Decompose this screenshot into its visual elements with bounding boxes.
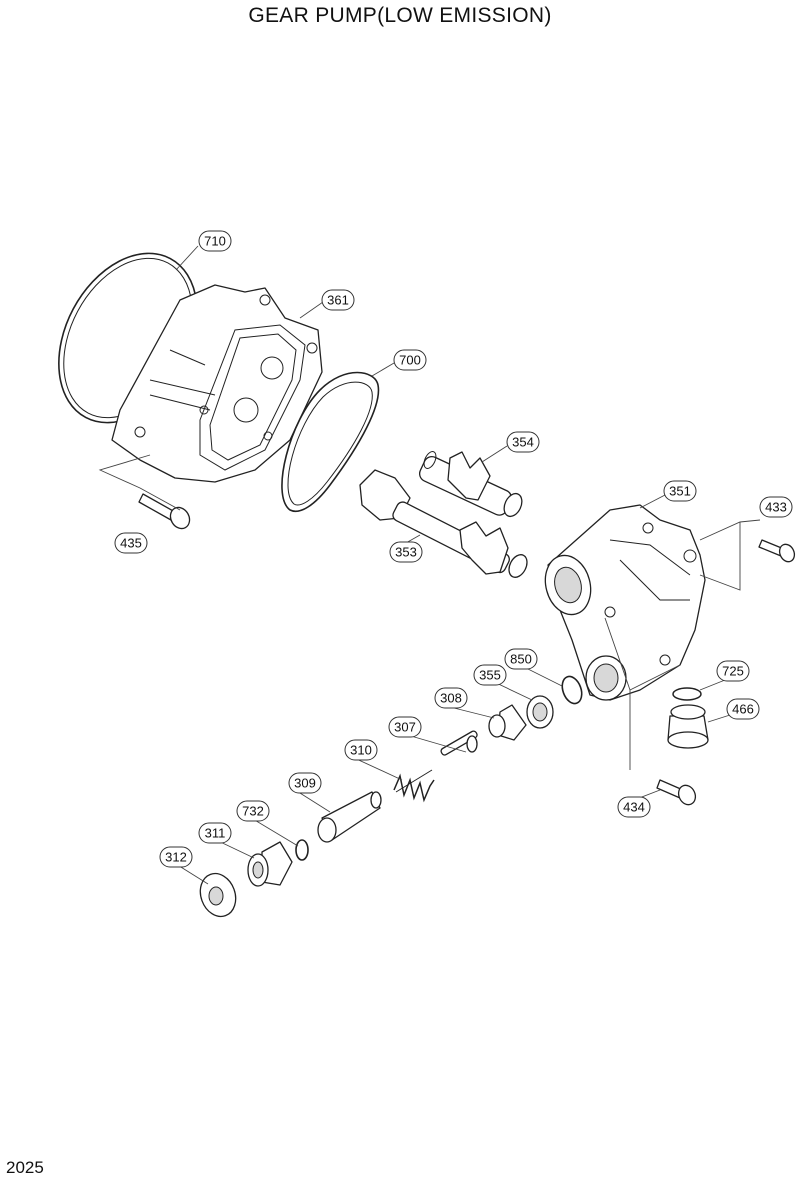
part-355-bearing (526, 695, 554, 729)
svg-text:307: 307 (394, 720, 416, 735)
svg-text:310: 310 (350, 743, 372, 758)
svg-text:353: 353 (395, 545, 417, 560)
callout-312: 312 (159, 846, 193, 868)
callout-433: 433 (759, 496, 793, 518)
callout-710: 710 (198, 230, 232, 252)
svg-text:710: 710 (204, 234, 226, 249)
callout-311: 311 (198, 822, 232, 844)
svg-text:351: 351 (669, 484, 691, 499)
svg-text:433: 433 (765, 500, 787, 515)
part-311-plug (247, 841, 293, 887)
svg-text:312: 312 (165, 850, 187, 865)
svg-text:434: 434 (623, 800, 645, 815)
callout-354: 354 (506, 431, 540, 453)
callout-308: 308 (434, 687, 468, 709)
svg-text:732: 732 (242, 804, 264, 819)
part-850-snap-ring (561, 675, 583, 705)
callout-355: 355 (473, 664, 507, 686)
callout-850: 850 (504, 648, 538, 670)
part-361-cover (111, 284, 323, 483)
svg-text:308: 308 (440, 691, 462, 706)
callout-732: 732 (236, 800, 270, 822)
callout-435: 435 (114, 532, 148, 554)
part-312-washer (199, 872, 237, 918)
part-466-plug (667, 704, 709, 749)
callout-307: 307 (388, 716, 422, 738)
part-434-bolt (656, 779, 697, 806)
callout-725: 725 (716, 660, 750, 682)
callout-361: 361 (321, 289, 355, 311)
svg-text:355: 355 (479, 668, 501, 683)
callout-466: 466 (726, 698, 760, 720)
svg-text:435: 435 (120, 536, 142, 551)
svg-text:700: 700 (399, 353, 421, 368)
callout-353: 353 (389, 541, 423, 563)
callout-310: 310 (344, 739, 378, 761)
svg-text:311: 311 (205, 826, 226, 841)
callout-434: 434 (617, 796, 651, 818)
part-700-gasket (281, 371, 380, 512)
part-310-spring (393, 769, 435, 803)
callout-309: 309 (288, 772, 322, 794)
part-732-oring (295, 839, 309, 861)
callout-351: 351 (663, 480, 697, 502)
svg-text:361: 361 (327, 293, 349, 308)
part-353-shaft-gear (359, 469, 528, 578)
part-433-bolt (758, 539, 796, 563)
page-number: 2025 (6, 1158, 44, 1177)
part-725-oring (672, 687, 702, 701)
part-351-pump-body (544, 504, 706, 701)
part-309-sleeve (317, 791, 382, 843)
callout-700: 700 (393, 349, 427, 371)
svg-text:466: 466 (732, 702, 754, 717)
svg-text:725: 725 (722, 664, 744, 679)
svg-text:354: 354 (512, 435, 534, 450)
diagram-title: GEAR PUMP(LOW EMISSION) (248, 4, 552, 27)
part-435-bolt (138, 493, 191, 530)
svg-text:850: 850 (510, 652, 532, 667)
part-354-gear (418, 451, 523, 518)
part-308 (488, 704, 527, 741)
part-307-spool (440, 730, 478, 756)
svg-text:309: 309 (294, 776, 316, 791)
